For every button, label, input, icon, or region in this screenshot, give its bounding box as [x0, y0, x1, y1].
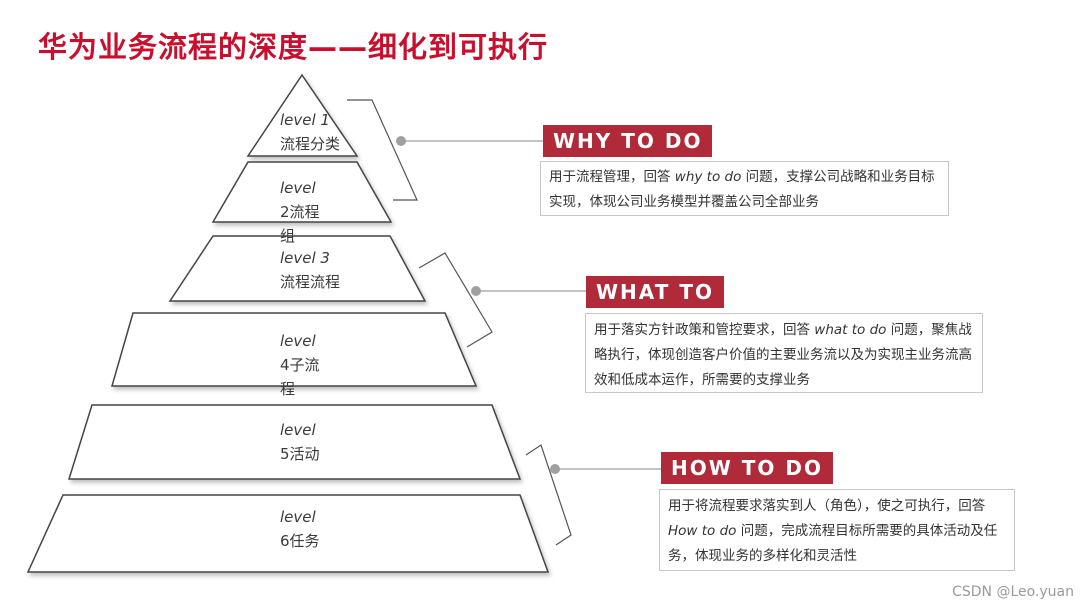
level-3-zh: 流程流程	[280, 273, 341, 291]
level-2-label: level 2流程组	[280, 176, 326, 248]
connector-dot-1	[396, 136, 406, 146]
how-desc-pre: 用于将流程要求落实到人（角色），使之可执行，回答	[668, 498, 986, 514]
connector-dot-3	[550, 464, 560, 474]
why-desc-pre: 用于流程管理，回答	[549, 169, 675, 185]
level-6-label: level 6任务	[280, 505, 340, 553]
what-to-tag: WHAT TO	[586, 276, 724, 308]
level-5-zh: 5活动	[280, 445, 320, 463]
level-6-zh: 6任务	[280, 532, 320, 550]
level-4-label: level 4子流程	[280, 329, 326, 401]
how-desc-post: 问题，完成流程目标所需要的具体活动及任务，体现业务的多样化和灵活性	[668, 523, 998, 564]
level-4-zh: 4子流程	[280, 356, 320, 398]
level-1-label: level 1 流程分类	[280, 108, 350, 156]
level-6-en: level	[280, 508, 316, 526]
how-to-do-tag: HOW TO DO	[661, 452, 833, 484]
pyramid-layer-4	[111, 312, 478, 387]
how-to-do-description: 用于将流程要求落实到人（角色），使之可执行，回答 How to do 问题，完成…	[659, 489, 1015, 571]
pyramid-layer-3	[168, 235, 427, 302]
connector-dot-2	[471, 286, 481, 296]
level-4-en: level	[280, 332, 316, 350]
bracket-1	[347, 99, 418, 201]
level-2-zh: 2流程组	[280, 203, 320, 245]
level-1-zh: 流程分类	[280, 135, 341, 153]
bracket-2	[418, 252, 493, 348]
why-desc-post: 问题，支撑公司战略和业务目标实现，体现公司业务模型并覆盖公司全部业务	[549, 169, 935, 210]
pyramid-layer-1	[246, 73, 359, 157]
what-desc-em: what to do	[814, 322, 887, 338]
what-desc-post: 问题，聚焦战略执行，体现创造客户价值的主要业务流以及为实现主业务流高效和低成本运…	[594, 322, 972, 388]
level-5-en: level	[280, 421, 316, 439]
why-to-do-tag: WHY TO DO	[543, 125, 713, 157]
level-2-en: level	[280, 179, 316, 197]
level-3-label: level 3 流程流程	[280, 246, 360, 294]
why-desc-em: why to do	[674, 169, 742, 185]
what-desc-pre: 用于落实方针政策和管控要求，回答	[594, 322, 815, 338]
why-to-do-description: 用于流程管理，回答 why to do 问题，支撑公司战略和业务目标实现，体现公…	[540, 161, 949, 216]
pyramid-layer-5	[67, 404, 522, 480]
page-title: 华为业务流程的深度——细化到可执行	[38, 30, 549, 64]
pyramid-layer-6	[26, 494, 550, 573]
level-5-label: level 5活动	[280, 418, 340, 466]
level-3-en: level 3	[280, 249, 330, 267]
watermark: CSDN @Leo.yuan	[952, 584, 1074, 600]
pyramid-layer-2	[211, 161, 393, 223]
level-1-en: level 1	[280, 111, 330, 129]
bracket-3	[525, 444, 572, 546]
what-to-description: 用于落实方针政策和管控要求，回答 what to do 问题，聚焦战略执行，体现…	[585, 313, 983, 393]
how-desc-em: How to do	[668, 523, 737, 539]
